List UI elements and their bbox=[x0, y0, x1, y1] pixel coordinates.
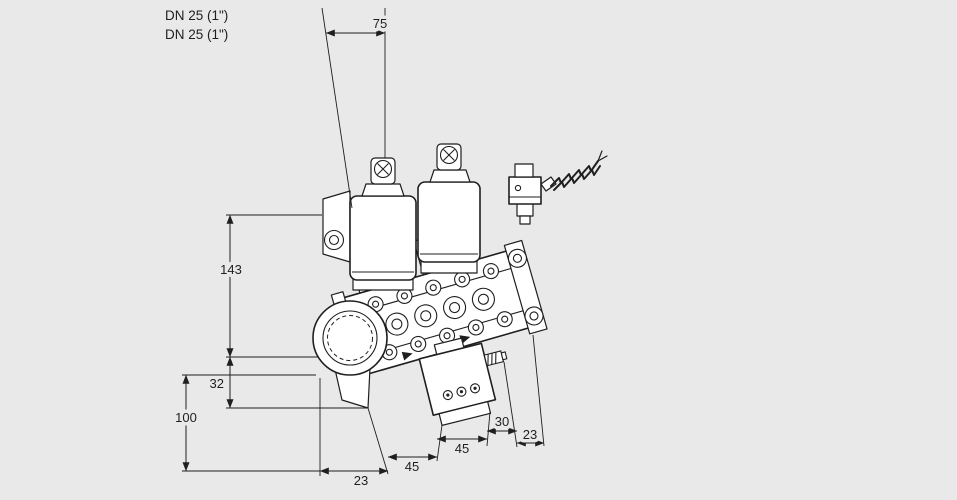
dim-32-label: 32 bbox=[210, 376, 224, 391]
dimension-32: 32 bbox=[206, 356, 368, 409]
dim-23-right-label: 23 bbox=[523, 427, 537, 442]
dimension-45-right: 45 bbox=[436, 411, 491, 460]
test-nipple bbox=[483, 350, 508, 367]
dimension-143: 143 bbox=[217, 214, 322, 358]
solenoid-left bbox=[349, 157, 417, 291]
pressure-switch-block bbox=[418, 337, 508, 426]
dimension-45-left: 45 bbox=[387, 424, 443, 478]
dimension-23-right: 23 bbox=[516, 334, 545, 447]
flow-arrow-icon bbox=[401, 351, 413, 361]
inlet-flange-port bbox=[312, 300, 388, 376]
bolt-row-bottom bbox=[381, 311, 513, 361]
dn-label-2: DN 25 (1") bbox=[165, 27, 228, 42]
valve-assembly bbox=[312, 143, 608, 426]
dimension-23-bottom: 23 bbox=[319, 378, 389, 492]
dimension-100: 100 bbox=[172, 374, 320, 472]
dn-label-1: DN 25 (1") bbox=[165, 8, 228, 23]
dim-100-label: 100 bbox=[175, 410, 197, 425]
cable bbox=[550, 150, 608, 191]
dim-23-bottom-label: 23 bbox=[354, 473, 368, 488]
cable-plug bbox=[508, 150, 608, 225]
dim-30-label: 30 bbox=[495, 414, 509, 429]
dimension-75: 75 bbox=[321, 7, 391, 209]
mounting-bracket bbox=[322, 190, 351, 263]
dimensions: 75 143 32 100 23 bbox=[172, 7, 545, 492]
cable-gland bbox=[540, 176, 557, 192]
dim-143-label: 143 bbox=[220, 262, 242, 277]
dim-45-left-label: 45 bbox=[405, 459, 419, 474]
dim-75-label: 75 bbox=[373, 16, 387, 31]
solenoid-right bbox=[417, 143, 481, 274]
dimension-30: 30 bbox=[486, 361, 518, 448]
dim-45-right-label: 45 bbox=[455, 441, 469, 456]
part-labels: DN 25 (1") DN 25 (1") bbox=[165, 8, 228, 42]
bolt-row-middle bbox=[385, 287, 495, 336]
